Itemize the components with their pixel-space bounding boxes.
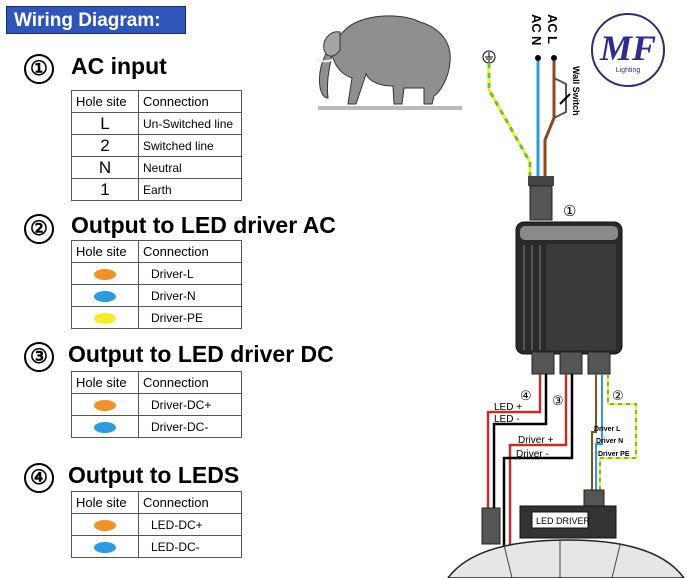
wall-switch-label: Wall Switch bbox=[571, 66, 581, 116]
section-3-title: Output to LED driver DC bbox=[68, 341, 334, 367]
ac-label-n: AC bbox=[529, 14, 544, 33]
lamp-dome bbox=[447, 539, 685, 578]
driver-ac-table: Hole site Connection Driver-L Driver-N D… bbox=[71, 240, 242, 329]
led-minus-label: LED - bbox=[494, 414, 520, 425]
logo-letters: MF bbox=[599, 28, 656, 68]
blue-wire-icon bbox=[94, 291, 116, 303]
marker-2: ② bbox=[612, 388, 624, 403]
title-banner: Wiring Diagram: bbox=[6, 6, 186, 34]
col-connection: Connection bbox=[138, 240, 242, 263]
driver-dc-table: Hole site Connection Driver-DC+ Driver-D… bbox=[71, 371, 242, 438]
section-2-title: Output to LED driver AC bbox=[71, 212, 336, 238]
table-header-row: Hole site Connection bbox=[71, 240, 242, 263]
lamp-fin bbox=[611, 544, 621, 578]
hole-site: 1 bbox=[71, 178, 139, 201]
led-plus-label: LED + bbox=[494, 402, 522, 413]
input-gland bbox=[529, 185, 553, 221]
marker-4: ④ bbox=[520, 388, 532, 403]
blue-wire-icon bbox=[94, 542, 116, 554]
orange-wire-icon bbox=[94, 400, 116, 412]
control-box bbox=[515, 221, 623, 355]
section-2-number: ② bbox=[24, 214, 54, 244]
connection: Driver-PE bbox=[138, 306, 242, 329]
earth-ground-icon bbox=[482, 50, 496, 64]
table-row: Driver-PE bbox=[71, 306, 242, 329]
connection: LED-DC- bbox=[138, 535, 242, 558]
banner-text: Wiring Diagram: bbox=[14, 10, 161, 31]
yellow-wire-icon bbox=[94, 313, 116, 325]
mf-logo: MF Lighting bbox=[591, 13, 665, 87]
driver-n-label: Driver N bbox=[596, 438, 623, 445]
table-row: LED-DC+ bbox=[71, 513, 242, 536]
logo-sub: Lighting bbox=[616, 67, 641, 74]
col-hole-site: Hole site bbox=[71, 371, 139, 394]
table-row: Driver-DC+ bbox=[71, 393, 242, 416]
blue-wire-icon bbox=[94, 422, 116, 434]
section-4-number: ④ bbox=[24, 463, 54, 493]
led-output-wires bbox=[486, 374, 548, 510]
connection: Un-Switched line bbox=[138, 112, 242, 135]
driver-minus-label: Driver - bbox=[516, 449, 549, 460]
led-connector bbox=[481, 507, 501, 545]
section-3-number: ③ bbox=[24, 342, 54, 372]
leds-table: Hole site Connection LED-DC+ LED-DC- bbox=[71, 491, 242, 558]
col-connection: Connection bbox=[138, 491, 242, 514]
ac-term-l: L bbox=[545, 36, 560, 44]
table-row: LED-DC- bbox=[71, 535, 242, 558]
terminal-dot-l bbox=[551, 55, 557, 61]
led-driver-box bbox=[519, 489, 617, 539]
terminal-dot-n bbox=[535, 55, 541, 61]
section-4-title: Output to LEDS bbox=[68, 462, 240, 488]
lamp-fin bbox=[503, 544, 513, 578]
connection: Driver-L bbox=[138, 262, 242, 285]
hole-site bbox=[71, 535, 139, 558]
ac-input-wires bbox=[487, 61, 571, 180]
orange-wire-icon bbox=[94, 520, 116, 532]
input-gland-nut bbox=[528, 176, 554, 186]
col-connection: Connection bbox=[138, 371, 242, 394]
table-row: Driver-L bbox=[71, 262, 242, 285]
marker-3: ③ bbox=[552, 393, 564, 408]
output-glands bbox=[531, 351, 611, 375]
table-header-row: Hole site Connection bbox=[71, 491, 242, 514]
driver-l-label: Driver L bbox=[594, 426, 621, 433]
ac-label-l: AC bbox=[545, 14, 560, 33]
section-1-number: ① bbox=[24, 54, 54, 84]
driver-pe-label: Driver PE bbox=[598, 451, 630, 458]
connection: Driver-DC- bbox=[138, 415, 242, 438]
ac-term-n: N bbox=[529, 36, 544, 45]
table-row: Driver-DC- bbox=[71, 415, 242, 438]
elephant-illustration bbox=[315, 15, 451, 105]
orange-wire-icon bbox=[94, 269, 116, 281]
section-1-title: AC input bbox=[71, 53, 167, 79]
driver-plus-label: Driver + bbox=[518, 435, 553, 446]
col-hole-site: Hole site bbox=[71, 491, 139, 514]
table-row: Driver-N bbox=[71, 284, 242, 307]
marker-1: ① bbox=[563, 203, 576, 220]
led-driver-label: LED DRIVER bbox=[536, 516, 591, 526]
hole-site bbox=[71, 415, 139, 438]
table-header-row: Hole site Connection bbox=[71, 371, 242, 394]
connection: Earth bbox=[138, 178, 242, 201]
driver-ac-wires bbox=[591, 374, 637, 490]
